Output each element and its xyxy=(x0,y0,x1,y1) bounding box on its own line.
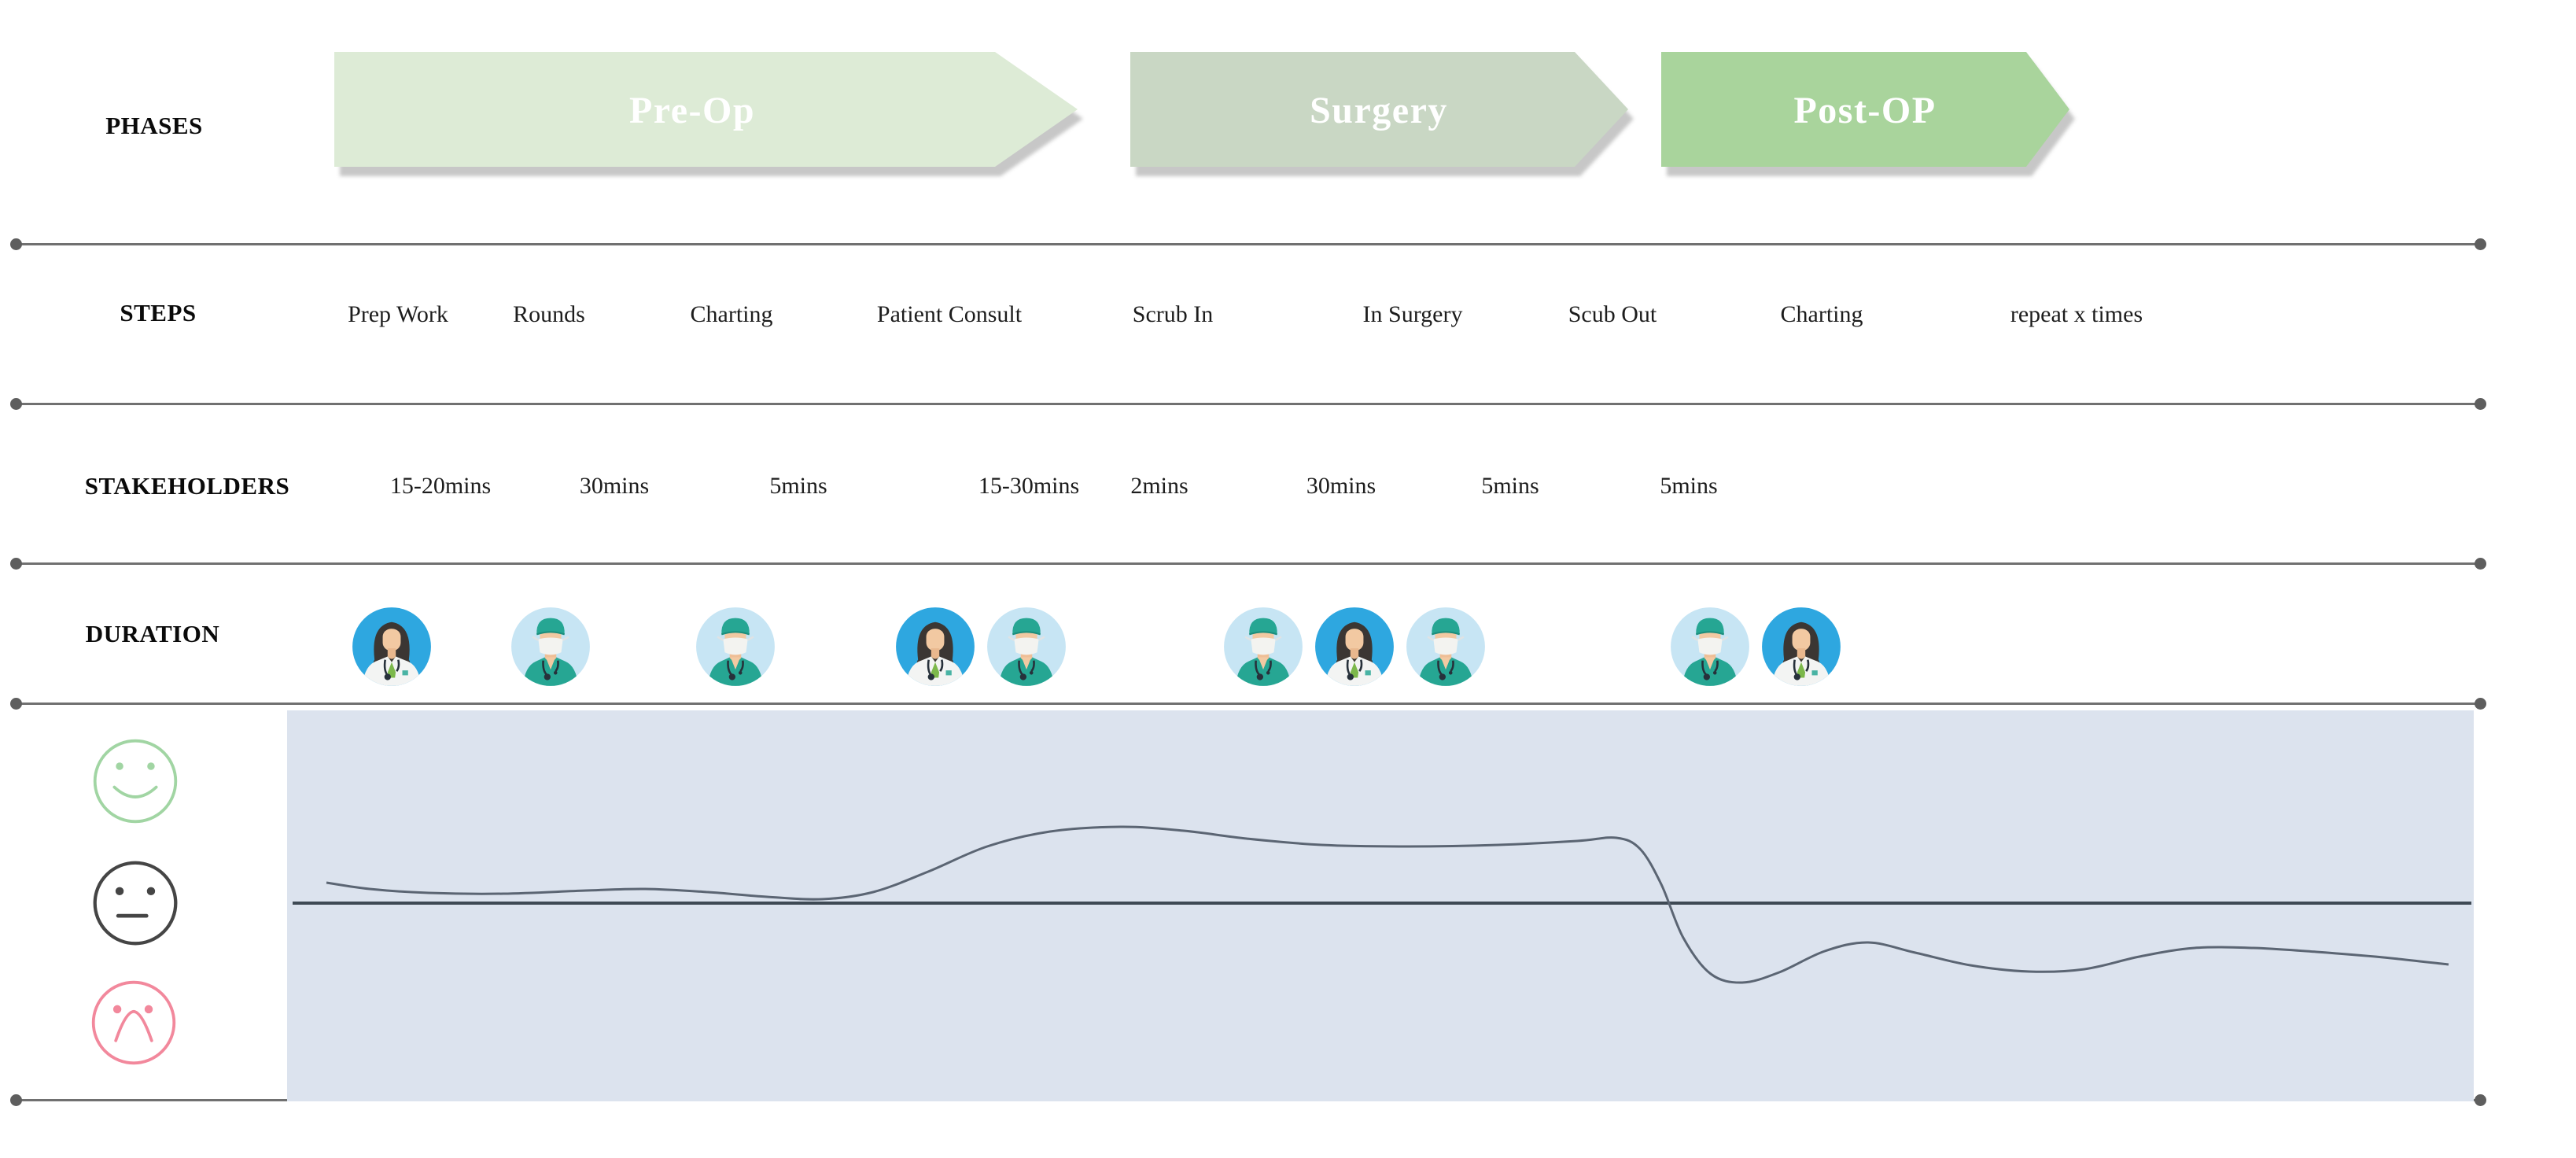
row-label-duration: DURATION xyxy=(85,620,220,647)
phases-arrows: Pre-Op Surgery Post-OP xyxy=(334,52,2069,167)
step-charting-2: Charting xyxy=(1780,301,1863,327)
avatar-doctor-female xyxy=(894,606,976,688)
step-scub-out: Scub Out xyxy=(1568,301,1657,327)
phase-arrow-post-op xyxy=(1661,52,2069,167)
sad-face-icon xyxy=(91,980,176,1065)
step-patient-consult: Patient Consult xyxy=(876,301,1023,327)
stakeholder-group-patient-consult xyxy=(894,606,1067,688)
row-label-stakeholders: STAKEHOLDERS xyxy=(84,472,290,500)
avatar-doctor-female xyxy=(351,606,433,688)
stakeholder-group-prep-work xyxy=(351,606,433,688)
step-repeat-x-times: repeat x times xyxy=(2010,301,2143,327)
duration-value: 15-20mins xyxy=(389,473,492,499)
duration-value: 30mins xyxy=(579,473,650,499)
avatar-surgeon xyxy=(695,606,776,688)
step-rounds: Rounds xyxy=(513,301,585,327)
avatar-surgeon xyxy=(1222,606,1304,688)
step-in-surgery: In Surgery xyxy=(1362,301,1463,327)
duration-value: 30mins xyxy=(1306,473,1376,499)
phase-label-surgery: Surgery xyxy=(1310,90,1448,131)
row-divider xyxy=(10,558,2486,570)
avatar-surgeon xyxy=(986,606,1067,688)
happy-face-icon xyxy=(93,739,178,824)
step-prep-work: Prep Work xyxy=(348,301,448,327)
avatar-doctor-female xyxy=(1314,606,1395,688)
row-divider xyxy=(10,398,2486,410)
avatar-surgeon xyxy=(1669,606,1751,688)
stakeholder-group-rounds xyxy=(510,606,591,688)
duration-value: 5mins xyxy=(1481,473,1539,499)
duration-value: 5mins xyxy=(769,473,827,499)
avatar-surgeon xyxy=(1405,606,1487,688)
step-scrub-in: Scrub In xyxy=(1132,301,1214,327)
emotion-chart-area xyxy=(287,710,2474,1101)
row-label-phases: PHASES xyxy=(105,112,203,139)
phase-arrow-pre-op xyxy=(334,52,1078,167)
stakeholder-group-charting-2 xyxy=(1669,606,1842,688)
step-charting-1: Charting xyxy=(690,301,773,327)
phase-label-post-op: Post-OP xyxy=(1793,90,1936,131)
stakeholder-group-in-surgery xyxy=(1222,606,1487,688)
stakeholder-group-charting-1 xyxy=(695,606,776,688)
avatar-surgeon xyxy=(510,606,591,688)
row-divider xyxy=(10,698,2486,710)
row-divider xyxy=(10,238,2486,250)
duration-value: 15-30mins xyxy=(978,473,1080,499)
neutral-face-icon xyxy=(93,861,178,946)
phase-arrow-surgery xyxy=(1130,52,1628,167)
duration-value: 5mins xyxy=(1660,473,1718,499)
duration-value: 2mins xyxy=(1130,473,1188,499)
phase-label-pre-op: Pre-Op xyxy=(629,90,755,131)
row-label-steps: STEPS xyxy=(120,299,197,326)
avatar-doctor-female xyxy=(1760,606,1842,688)
